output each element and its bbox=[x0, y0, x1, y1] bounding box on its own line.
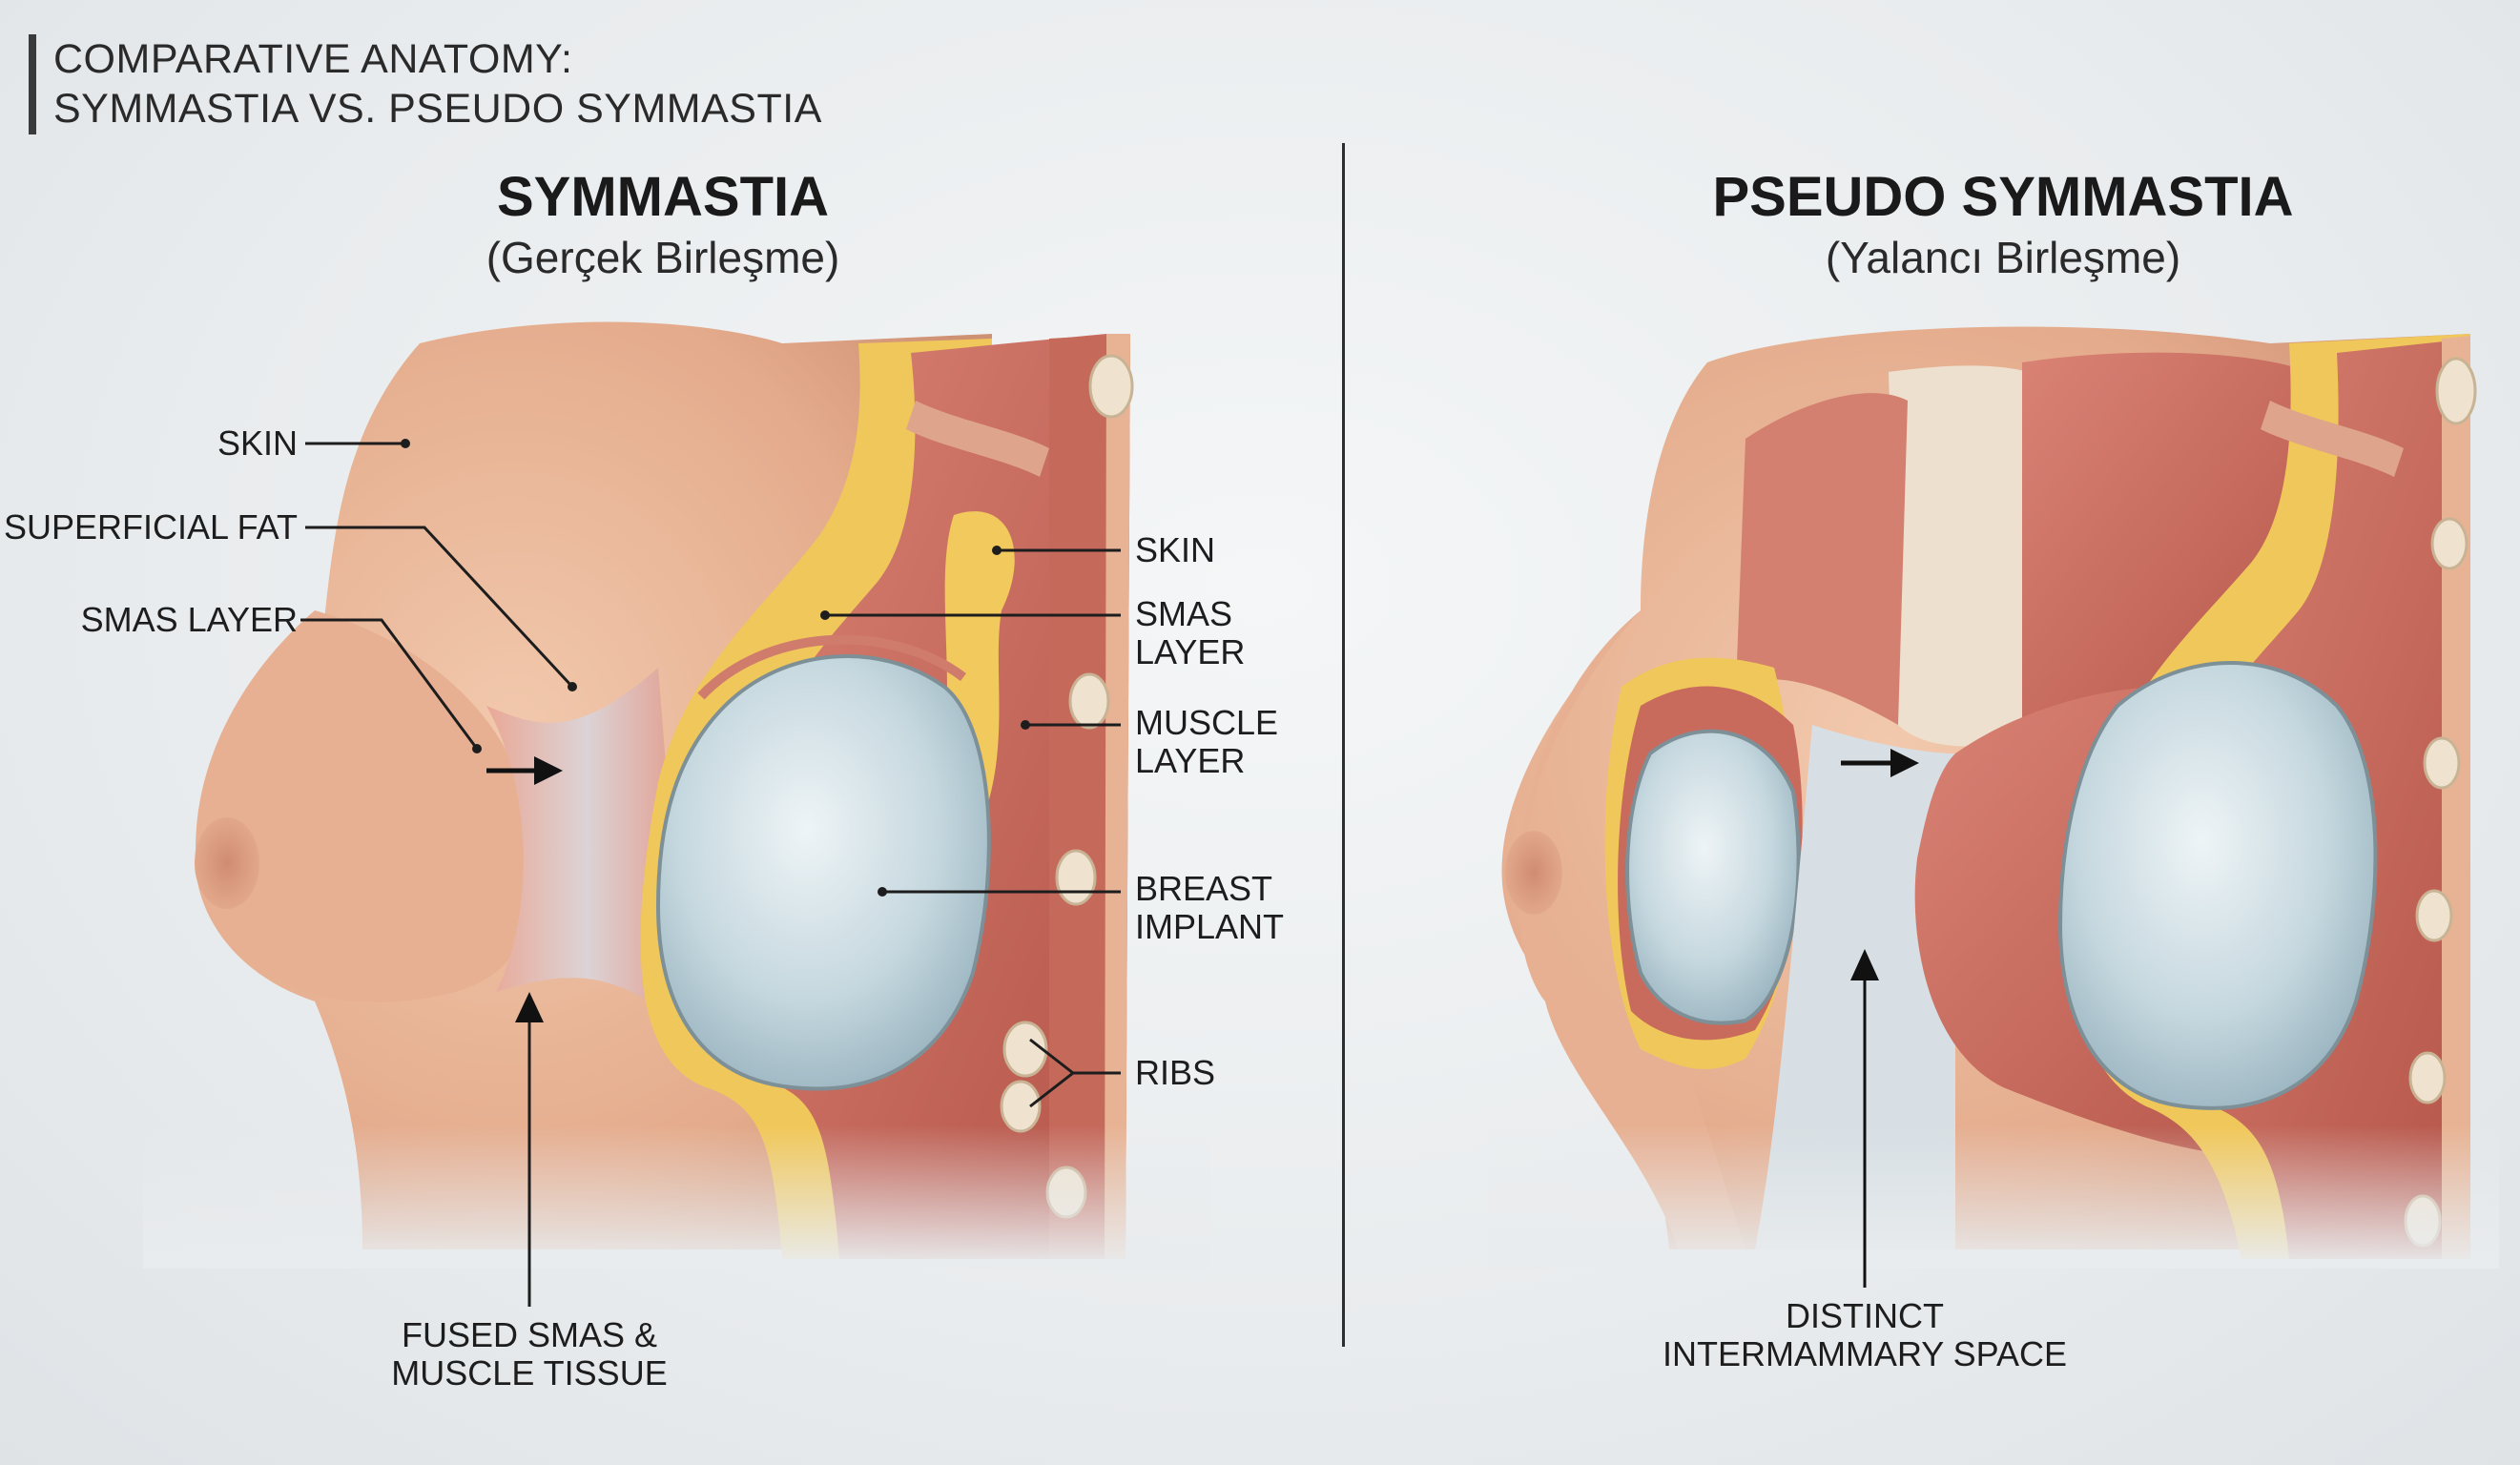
label-smas-line-1: SMAS bbox=[1135, 594, 1233, 633]
label-muscle-layer: MUSCLE LAYER bbox=[1135, 704, 1278, 780]
label-smas-line-2: LAYER bbox=[1135, 632, 1246, 671]
label-fused-tissue: FUSED SMAS & MUSCLE TISSUE bbox=[339, 1316, 720, 1393]
right-torso bbox=[1501, 326, 2477, 1259]
label-smas-layer-right: SMAS LAYER bbox=[1135, 595, 1245, 671]
right-subtitle: (Yalancı Birleşme) bbox=[1825, 233, 2181, 282]
label-fused-line-2: MUSCLE TISSUE bbox=[391, 1353, 668, 1393]
figure-header: COMPARATIVE ANATOMY: SYMMASTIA VS. PSEUD… bbox=[29, 34, 822, 134]
label-muscle-line-2: LAYER bbox=[1135, 741, 1246, 780]
right-title: PSEUDO SYMMASTIA bbox=[1712, 166, 2294, 228]
label-implant-line-2: IMPLANT bbox=[1135, 907, 1285, 946]
left-nipple bbox=[195, 817, 259, 909]
intermammary-arrow-up-icon bbox=[1850, 949, 1879, 1288]
left-leader-lines bbox=[300, 442, 1121, 1307]
label-fused-line-1: FUSED SMAS & bbox=[401, 1315, 658, 1354]
label-ribs: RIBS bbox=[1135, 1053, 1216, 1092]
intermammary-arrow-right-icon bbox=[1841, 749, 1919, 777]
header-line-2: SYMMASTIA VS. PSEUDO SYMMASTIA bbox=[53, 86, 822, 132]
left-torso bbox=[195, 321, 1134, 1259]
left-subtitle: (Gerçek Birleşme) bbox=[485, 233, 840, 282]
header-line-1: COMPARATIVE ANATOMY: bbox=[53, 36, 573, 82]
label-distinct-intermammary-space: DISTINCT INTERMAMMARY SPACE bbox=[1626, 1297, 2103, 1373]
left-breast-implant bbox=[655, 654, 991, 1091]
smas-arrow-icon bbox=[486, 756, 563, 785]
right-nipple bbox=[1505, 831, 1562, 915]
left-leader-dots bbox=[401, 439, 1030, 897]
label-skin-left: SKIN bbox=[217, 423, 298, 463]
left-title: SYMMASTIA bbox=[497, 166, 829, 228]
label-implant-line-1: BREAST bbox=[1135, 869, 1273, 908]
label-superficial-fat: SUPERFICIAL FAT bbox=[3, 507, 298, 547]
right-panel-right-implant bbox=[2057, 661, 2378, 1110]
label-distinct-line-2: INTERMAMMARY SPACE bbox=[1662, 1334, 2068, 1373]
fused-arrow-up-icon bbox=[515, 992, 544, 1022]
label-breast-implant: BREAST IMPLANT bbox=[1135, 870, 1284, 946]
label-muscle-line-1: MUSCLE bbox=[1135, 703, 1279, 742]
label-distinct-line-1: DISTINCT bbox=[1786, 1296, 1944, 1335]
right-panel-title: PSEUDO SYMMASTIA (Yalancı Birleşme) bbox=[1574, 164, 2432, 284]
left-panel-title: SYMMASTIA (Gerçek Birleşme) bbox=[234, 164, 1092, 284]
label-skin-right: SKIN bbox=[1135, 530, 1216, 569]
center-divider bbox=[1342, 143, 1345, 1347]
label-smas-layer-left: SMAS LAYER bbox=[80, 600, 298, 639]
right-panel-left-implant bbox=[1625, 729, 1801, 1025]
